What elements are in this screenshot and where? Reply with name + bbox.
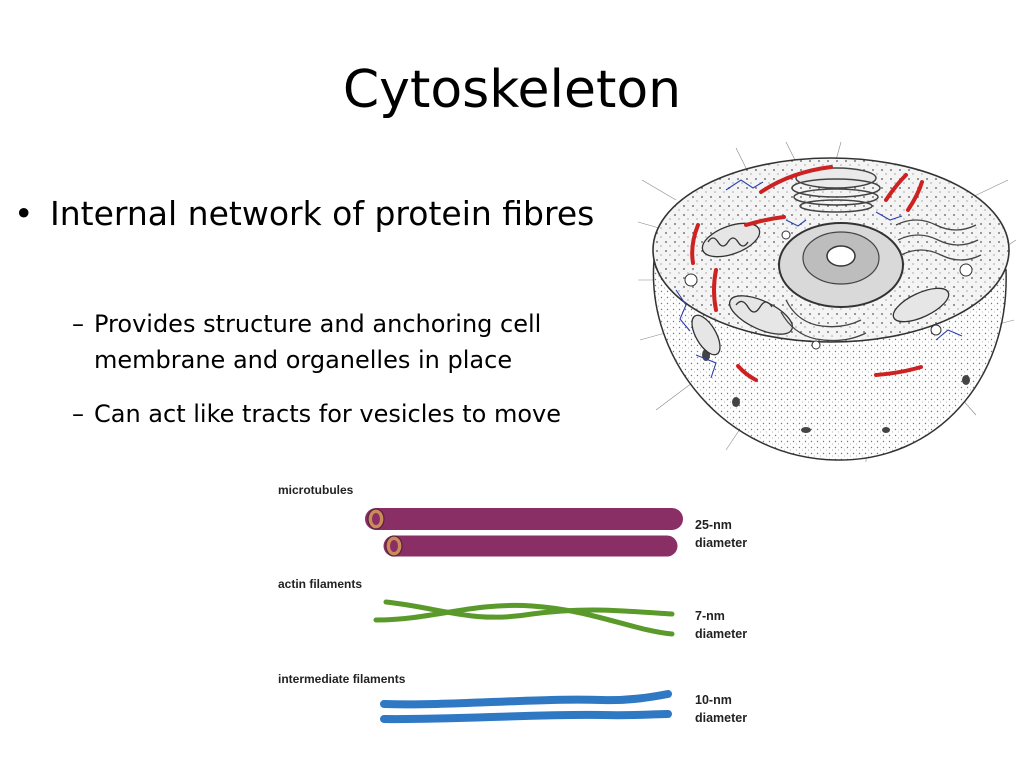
diameter-word-microtubules: diameter [695, 536, 747, 550]
surface-pits [702, 349, 970, 433]
filament-diagram: microtubules 25-nm diameter actin filame… [278, 483, 747, 725]
vesicles [684, 230, 973, 350]
bullet-marker: • [14, 194, 34, 233]
diameter-value-microtubules: 25-nm [695, 518, 732, 532]
actin-filament-strands [373, 599, 675, 637]
microtubule-rods [365, 508, 683, 557]
slide-title: Cytoskeleton [342, 60, 682, 120]
intermediate-filament-strands [380, 690, 672, 724]
diameter-value-actin: 7-nm [695, 609, 725, 623]
endoplasmic-reticulum [780, 219, 982, 342]
cytoskeleton-red-filaments [690, 165, 924, 382]
sub-bullet-marker: – [72, 310, 84, 338]
sub-bullet-structure: – Provides structure and anchoring cell … [72, 306, 632, 378]
filament-label-microtubules: microtubules [278, 483, 354, 497]
bullet-level-1: • Internal network of protein fibres [14, 190, 604, 237]
diameter-value-intermediate: 10-nm [695, 693, 732, 707]
cell-illustration [637, 141, 1017, 462]
cytoskeleton-blue-network [675, 179, 963, 379]
diameter-word-intermediate: diameter [695, 711, 747, 725]
filament-label-actin: actin filaments [278, 577, 362, 591]
sub-bullet-text: Can act like tracts for vesicles to move [94, 400, 562, 428]
golgi-apparatus [791, 167, 881, 213]
mitochondria [691, 222, 950, 356]
sub-bullet-vesicles: – Can act like tracts for vesicles to mo… [72, 396, 632, 432]
sub-bullet-text: Provides structure and anchoring cell me… [94, 310, 542, 374]
nucleus [778, 222, 904, 308]
diameter-word-actin: diameter [695, 627, 747, 641]
sub-bullet-marker: – [72, 400, 84, 428]
bullet-text: Internal network of protein fibres [50, 194, 595, 233]
filament-label-intermediate: intermediate filaments [278, 672, 406, 686]
